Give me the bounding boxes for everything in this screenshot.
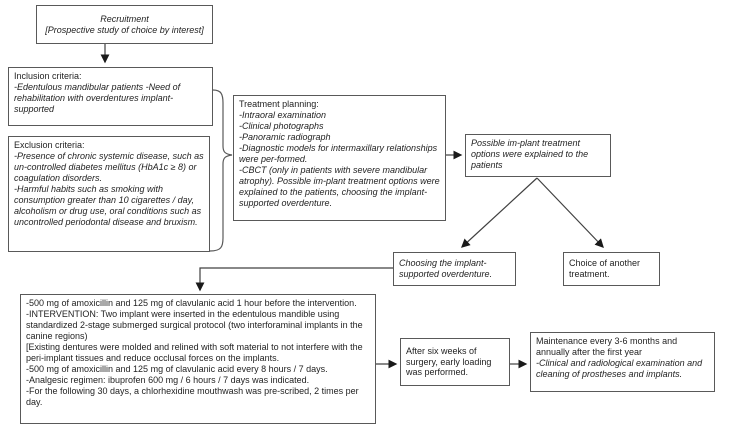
treatment-planning-item: -Clinical photographs <box>239 120 324 131</box>
maintenance-title: Maintenance every 3-6 months and annuall… <box>536 336 678 357</box>
choice-overdenture-box: Choosing the implant-supported overdentu… <box>393 252 516 286</box>
maintenance-body: -Clinical and radiological examination a… <box>536 357 703 379</box>
arrow-overdenture-to-intervention <box>195 267 393 292</box>
choice-other-treatment-text: Choice of another treatment. <box>569 258 641 279</box>
inclusion-criteria-box: Inclusion criteria: -Edentulous mandibul… <box>8 67 213 126</box>
treatment-planning-item: -Diagnostic models for intermaxillary re… <box>239 142 438 164</box>
exclusion-title: Exclusion criteria: <box>14 140 85 150</box>
exclusion-criteria-box: Exclusion criteria: -Presence of chronic… <box>8 136 210 252</box>
intervention-item: -For the following 30 days, a chlorhexid… <box>26 385 359 407</box>
treatment-planning-title: Treatment planning: <box>239 99 319 109</box>
brace-criteria-to-treatment <box>209 89 233 252</box>
early-loading-box: After six weeks of surgery, early loadin… <box>400 338 510 386</box>
options-explained-box: Possible im-plant treatment options were… <box>465 134 611 177</box>
treatment-planning-box: Treatment planning: -Intraoral examinati… <box>233 95 446 221</box>
recruitment-box: Recruitment [Prospective study of choice… <box>36 5 213 44</box>
choice-overdenture-text: Choosing the implant-supported overdentu… <box>399 258 493 279</box>
recruitment-title: Recruitment <box>100 13 149 24</box>
intervention-protocol-box: -500 mg of amoxicillin and 125 mg of cla… <box>20 294 376 424</box>
exclusion-item: -Harmful habits such as smoking with con… <box>14 183 202 227</box>
early-loading-text: After six weeks of surgery, early loadin… <box>406 345 492 378</box>
exclusion-item: -Presence of chronic systemic disease, s… <box>14 150 204 183</box>
intervention-item: [Existing dentures were molded and relin… <box>26 341 363 363</box>
treatment-planning-item: -Intraoral examination <box>239 109 327 120</box>
choice-other-treatment-box: Choice of another treatment. <box>563 252 660 286</box>
intervention-item: -500 mg of amoxicillin and 125 mg of cla… <box>26 298 357 308</box>
arrow-options-to-other <box>536 177 604 248</box>
inclusion-title: Inclusion criteria: <box>14 71 82 81</box>
intervention-item: -Analgesic regimen: ibuprofen 600 mg / 6… <box>26 374 310 385</box>
arrow-options-to-overdenture <box>461 177 538 248</box>
recruitment-subtitle: [Prospective study of choice by interest… <box>45 24 204 35</box>
intervention-item: -INTERVENTION: Two implant were inserted… <box>26 308 363 341</box>
maintenance-box: Maintenance every 3-6 months and annuall… <box>530 332 715 392</box>
treatment-planning-item: -CBCT (only in patients with severe mand… <box>239 164 440 208</box>
intervention-item: -500 mg of amoxicillin and 125 mg of cla… <box>26 363 328 374</box>
inclusion-body: -Edentulous mandibular patients -Need of… <box>14 81 181 114</box>
options-explained-text: Possible im-plant treatment options were… <box>471 138 589 170</box>
treatment-planning-item: -Panoramic radiograph <box>239 131 331 142</box>
